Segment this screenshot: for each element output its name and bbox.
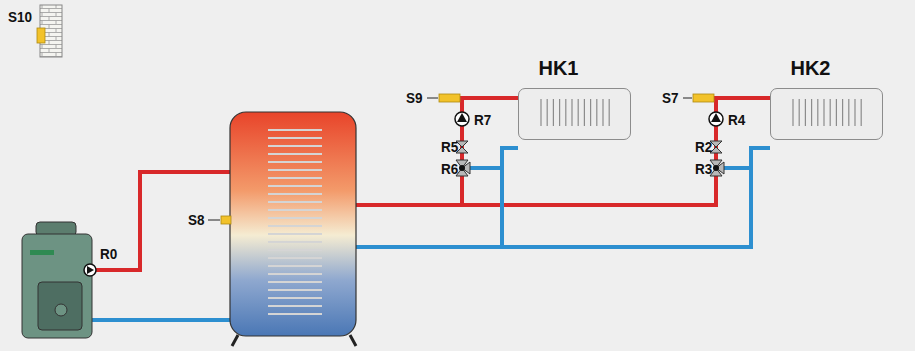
circuit-heading: HK2 <box>790 57 830 79</box>
radiator: HK2 <box>770 88 883 140</box>
radiator-fins <box>519 89 629 138</box>
sensor-label: S9 <box>406 90 423 106</box>
sensor-label: S10 <box>8 9 32 25</box>
radiator: HK1 <box>518 88 631 140</box>
relay-label: R2 <box>695 139 712 155</box>
circuit-heading: HK1 <box>538 57 578 79</box>
relay-label: R5 <box>441 139 458 155</box>
relay-label: R6 <box>441 161 458 177</box>
relay-label: R7 <box>474 112 491 128</box>
sensor-label: S7 <box>662 90 679 106</box>
relay-label: R4 <box>728 112 745 128</box>
sensor-label: S8 <box>188 212 205 228</box>
relay-label: R3 <box>695 161 712 177</box>
radiator-fins <box>771 89 881 138</box>
relay-label: R0 <box>100 246 117 262</box>
